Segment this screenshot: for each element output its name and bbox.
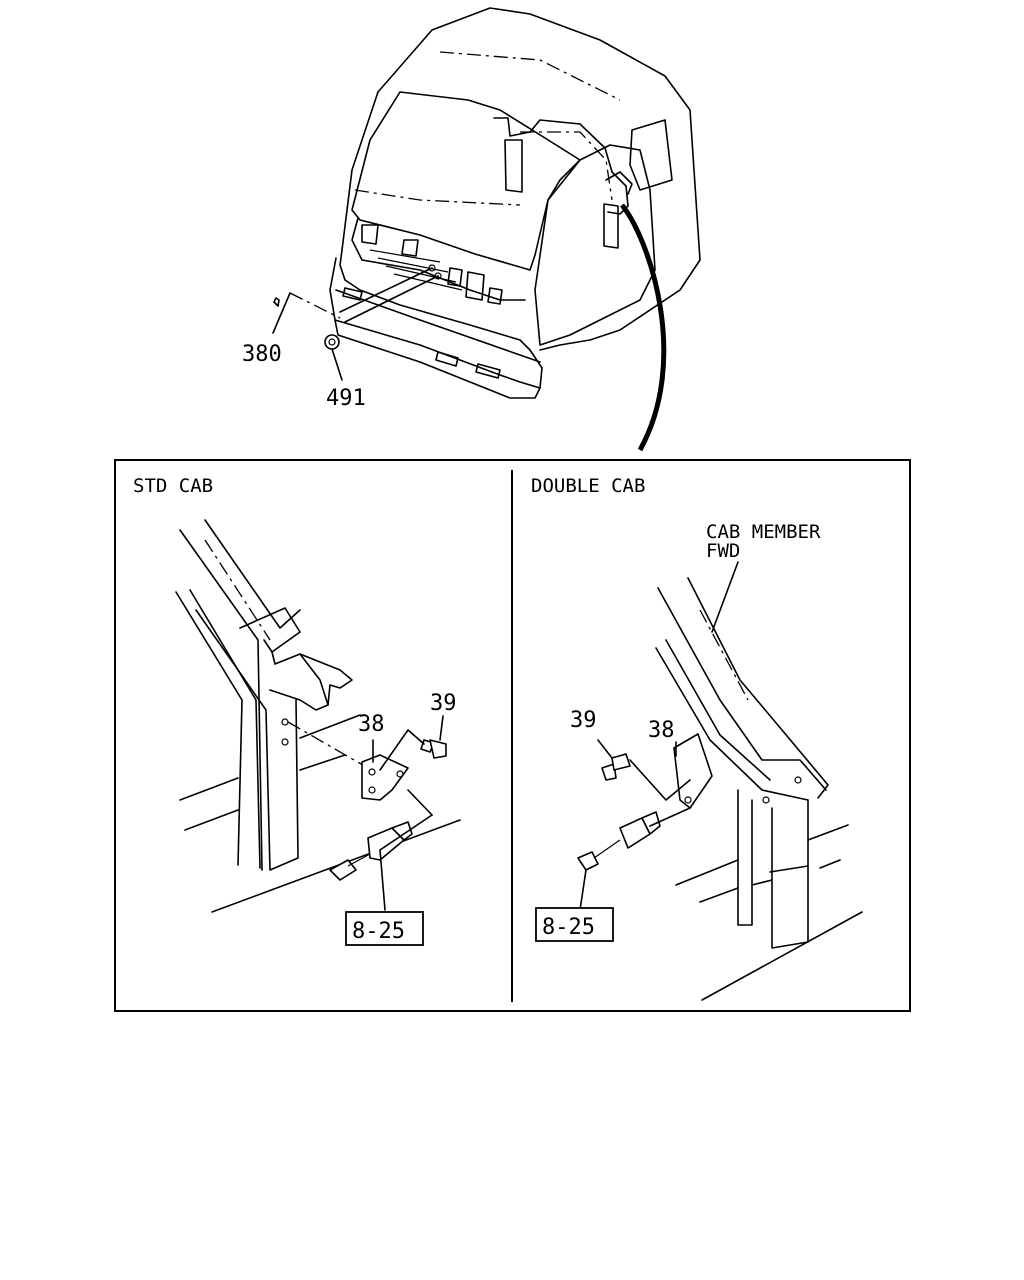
callout-491: 491 (326, 386, 366, 411)
truck-cab-illustration (272, 7, 701, 452)
fwd-note: FWD (706, 540, 740, 562)
std-cab-illustration (175, 519, 461, 913)
double-cab-illustration (577, 561, 863, 1001)
std-cab-title: STD CAB (133, 475, 213, 497)
detail-frame (114, 459, 911, 1012)
callout-380: 380 (242, 342, 282, 367)
std-callout-39: 39 (430, 691, 457, 716)
double-callout-38: 38 (648, 718, 675, 743)
cab-member-note: CAB MEMBER (706, 521, 821, 543)
std-ref-box (345, 911, 424, 946)
double-ref-label: 8-25 (542, 915, 595, 940)
double-ref-box (535, 907, 614, 942)
double-cab-title: DOUBLE CAB (531, 475, 645, 497)
double-callout-39: 39 (570, 708, 597, 733)
std-callout-38: 38 (358, 712, 385, 737)
std-ref-label: 8-25 (352, 919, 405, 944)
